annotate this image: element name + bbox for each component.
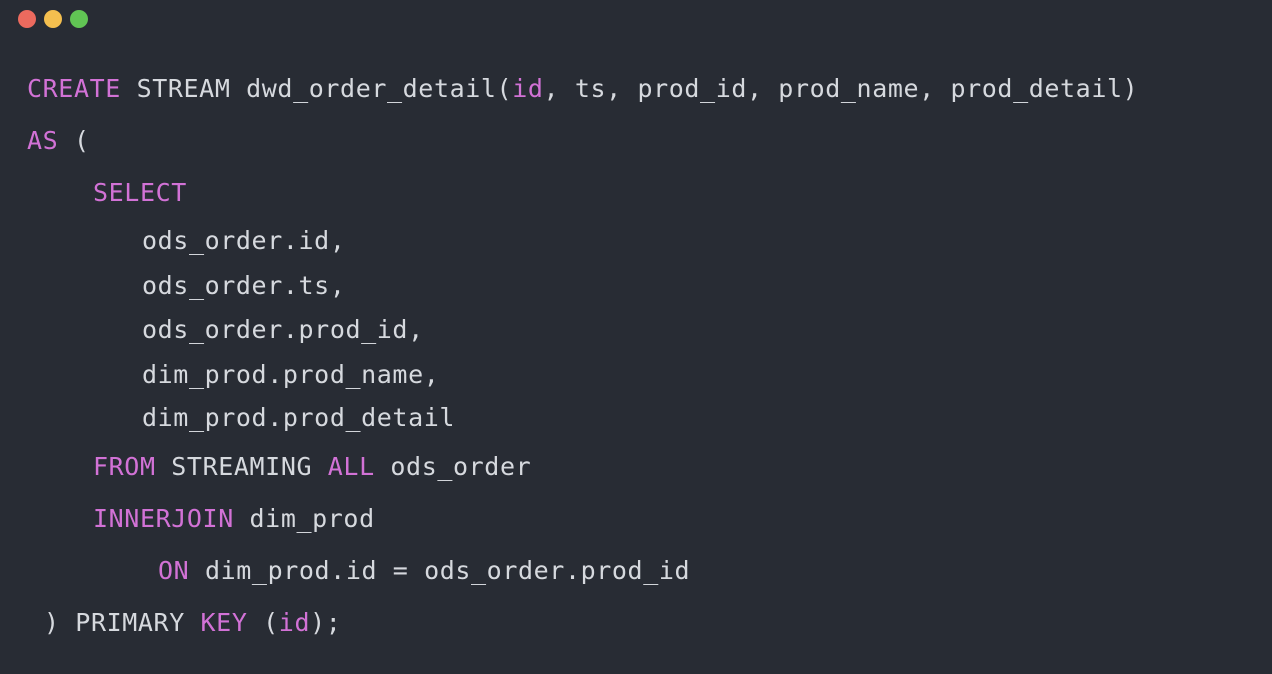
- keyword: ALL: [327, 452, 375, 481]
- code-text: ods_order.id,: [142, 226, 346, 255]
- code-text: (: [58, 126, 90, 155]
- code-text: dim_prod.prod_detail: [142, 403, 456, 432]
- keyword: ON: [158, 556, 190, 585]
- window-controls: [18, 10, 88, 28]
- code-text: dim_prod.id = ods_order.prod_id: [189, 556, 691, 585]
- code-line-7: dim_prod.prod_name,: [142, 360, 439, 390]
- code-line-8: dim_prod.prod_detail: [142, 403, 455, 433]
- code-text: STREAMING: [155, 452, 328, 481]
- code-text: dim_prod.prod_name,: [142, 360, 440, 389]
- code-line-6: ods_order.prod_id,: [142, 315, 424, 345]
- code-text: dim_prod: [233, 504, 375, 533]
- code-text: STREAM dwd_order_detail(: [120, 74, 513, 103]
- keyword: FROM: [93, 452, 156, 481]
- keyword: id: [278, 608, 311, 637]
- code-line-5: ods_order.ts,: [142, 271, 345, 301]
- code-line-10: INNERJOIN dim_prod: [93, 504, 375, 534]
- keyword: KEY: [200, 608, 248, 637]
- code-text: ods_order: [374, 452, 532, 481]
- code-line-11: ON dim_prod.id = ods_order.prod_id: [158, 556, 690, 586]
- code-line-9: FROM STREAMING ALL ods_order: [93, 452, 531, 482]
- minimize-button[interactable]: [44, 10, 62, 28]
- code-text: ods_order.prod_id,: [142, 315, 424, 344]
- keyword: CREATE: [27, 74, 121, 103]
- code-line-2: AS (: [27, 126, 90, 156]
- keyword: INNERJOIN: [93, 504, 234, 533]
- code-text: (: [247, 608, 279, 637]
- code-text: ods_order.ts,: [142, 271, 346, 300]
- code-line-12: ) PRIMARY KEY (id);: [44, 608, 341, 638]
- code-line-4: ods_order.id,: [142, 226, 345, 256]
- code-text: ) PRIMARY: [44, 608, 201, 637]
- keyword: id: [512, 74, 544, 103]
- zoom-button[interactable]: [70, 10, 88, 28]
- close-button[interactable]: [18, 10, 36, 28]
- code-line-1: CREATE STREAM dwd_order_detail(id, ts, p…: [27, 74, 1138, 104]
- keyword: AS: [27, 126, 59, 155]
- code-text: , ts, prod_id, prod_name, prod_detail): [543, 74, 1139, 103]
- code-text: );: [310, 608, 342, 637]
- keyword: SELECT: [93, 178, 187, 207]
- code-line-3: SELECT: [93, 178, 187, 208]
